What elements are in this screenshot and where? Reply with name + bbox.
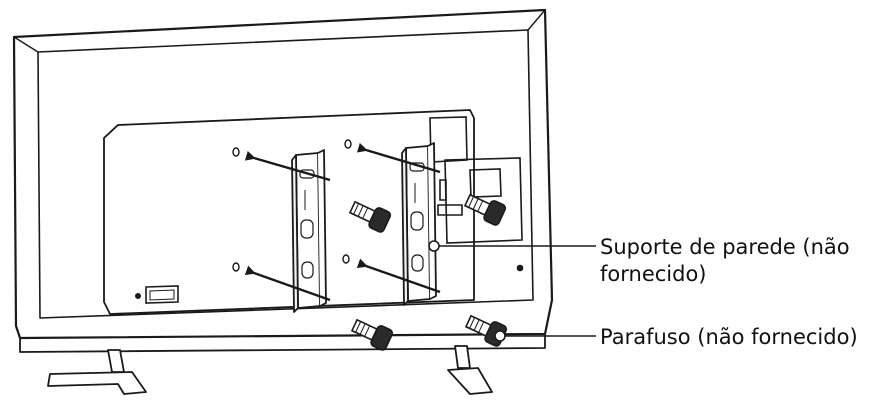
screw-label: Parafuso (não fornecido): [600, 325, 858, 349]
screw-icons: [348, 193, 508, 351]
wall-bracket-label: Suporte de parede (não fornecido): [600, 234, 850, 288]
tv-stands: [47, 345, 493, 395]
rear-port: [135, 264, 524, 304]
direction-arrows: [244, 142, 441, 302]
wall-bracket-left: [291, 149, 327, 313]
mounting-holes: [232, 139, 352, 272]
wall-bracket-label-line2: fornecido): [600, 262, 707, 286]
wall-bracket-right: [401, 142, 437, 306]
wall-bracket-label-line1: Suporte de parede (não: [600, 235, 850, 259]
rear-cover: [103, 109, 475, 315]
callout-leaders: [428, 240, 596, 342]
